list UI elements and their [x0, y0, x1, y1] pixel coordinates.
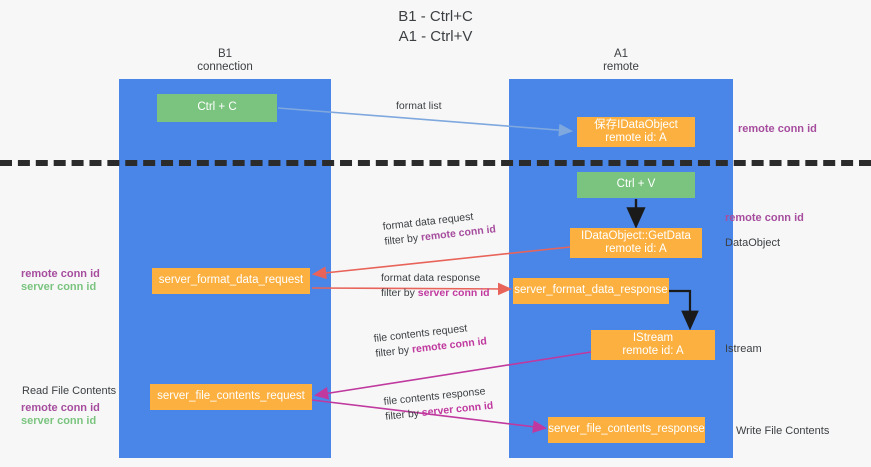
node-ctrl-c[interactable]: Ctrl + C: [157, 94, 277, 122]
arrow-file-contents-response: [311, 399, 548, 434]
arrow-format-data-request: [311, 246, 571, 280]
annotation-dataobject: DataObject: [725, 237, 781, 249]
annotation-read-file-contents: Read File Contents: [22, 385, 117, 397]
annotation-server-conn-id: server conn id: [21, 281, 97, 293]
node-ctrl-v[interactable]: Ctrl + V: [577, 172, 695, 198]
annotation-remote-conn-id: remote conn id: [21, 268, 100, 280]
annotation-remote-conn-id-top: remote conn id: [738, 123, 817, 135]
filter-prefix: filter by: [384, 407, 423, 423]
arrow-file-contents-request: [313, 351, 592, 400]
annotation-write-file-contents: Write File Contents: [736, 425, 830, 437]
node-idataobject[interactable]: 保存IDataObject remote id: A: [577, 117, 695, 147]
page-title: B1 - Ctrl+C A1 - Ctrl+V: [398, 8, 473, 45]
annotation-remote-conn-id-mid: remote conn id: [725, 212, 804, 224]
edge-label-format-list: format list: [396, 100, 442, 112]
node-server-format-data-response[interactable]: server_format_data_response: [513, 278, 669, 304]
annotation-remote-conn-id: remote conn id: [21, 402, 100, 414]
filter-value-server-conn-id: server conn id: [417, 287, 490, 299]
node-server-file-contents-request[interactable]: server_file_contents_request: [150, 384, 312, 410]
annotation-conn-id-pair-bottom: remote conn id server conn id: [21, 402, 100, 428]
edge-label-format-data-response: format data response filter by server co…: [381, 271, 490, 301]
arrow-response-istream: [669, 289, 699, 331]
arrow-format-data-response: [311, 282, 513, 296]
node-idataobject-getdata[interactable]: IDataObject::GetData remote id: A: [570, 228, 702, 258]
lane-header-a1: A1 remote: [603, 48, 639, 73]
lane-header-b1: B1 connection: [197, 48, 253, 73]
phase-divider: [0, 160, 871, 166]
node-istream[interactable]: IStream remote id: A: [591, 330, 715, 360]
node-server-format-data-request[interactable]: server_format_data_request: [152, 268, 310, 294]
filter-prefix: filter by: [374, 343, 413, 360]
annotation-server-conn-id: server conn id: [21, 415, 97, 427]
filter-prefix: filter by: [383, 231, 422, 248]
edge-label-format-data-response-line1: format data response: [381, 272, 481, 284]
annotation-istream: Istream: [725, 343, 762, 355]
arrow-format-list: [277, 107, 574, 137]
node-server-file-contents-response[interactable]: server_file_contents_response: [548, 417, 705, 443]
edge-label-format-data-response-line2: filter by server conn id: [381, 286, 490, 301]
filter-prefix: filter by: [381, 287, 418, 299]
annotation-conn-id-pair-top: remote conn id server conn id: [21, 268, 100, 294]
